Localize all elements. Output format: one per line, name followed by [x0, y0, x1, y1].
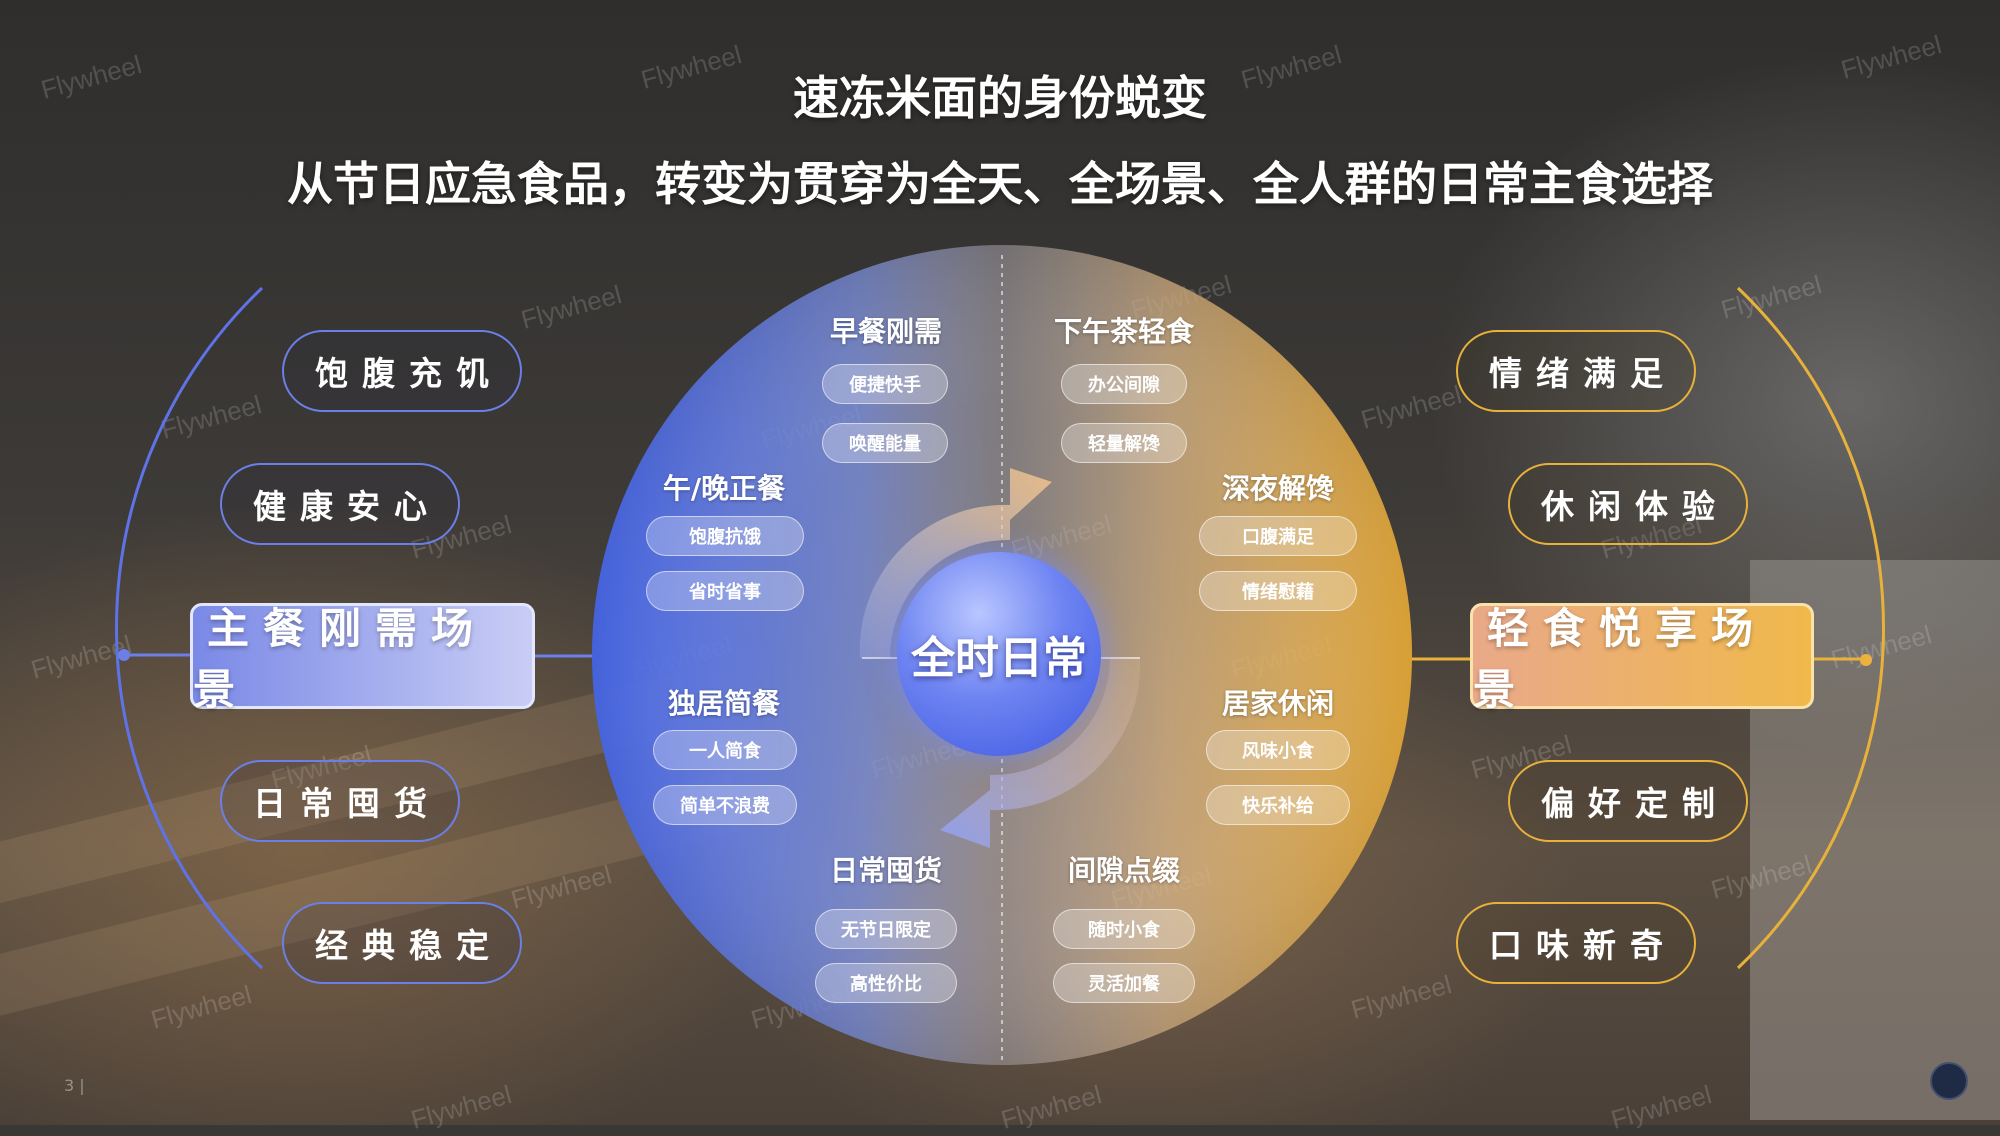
left-item-2: 健康安心 — [220, 463, 460, 545]
wheel-tag: 便捷快手 — [822, 364, 948, 404]
wheel-category-stockpile: 日常囤货 — [829, 854, 942, 887]
wheel-tag: 快乐补给 — [1206, 785, 1350, 825]
left-item-4: 经典稳定 — [282, 902, 522, 984]
wheel-tag: 简单不浪费 — [653, 785, 797, 825]
left-main-scene: 主餐刚需场景 — [190, 603, 535, 714]
page-subtitle: 从节日应急食品，转变为贯穿为全天、全场景、全人群的日常主食选择 — [287, 157, 1713, 211]
wheel-tag: 办公间隙 — [1061, 364, 1187, 404]
wheel-tag: 随时小食 — [1053, 909, 1195, 949]
center-label: 全时日常 — [897, 552, 1101, 756]
left-item-1: 饱腹充饥 — [282, 330, 522, 412]
right-item-3: 偏好定制 — [1508, 760, 1748, 842]
wheel-tag: 唤醒能量 — [822, 423, 948, 463]
wheel-category-breakfast: 早餐刚需 — [829, 315, 942, 348]
brand-logo-icon — [1930, 1062, 1968, 1100]
wheel-tag: 无节日限定 — [815, 909, 957, 949]
right-item-4: 口味新奇 — [1456, 902, 1696, 984]
wheel-tag: 轻量解馋 — [1061, 423, 1187, 463]
left-arc — [115, 286, 264, 970]
wheel-category-afternoon: 下午茶轻食 — [1053, 315, 1194, 348]
wheel-tag: 高性价比 — [815, 963, 957, 1003]
wheel-tag: 饱腹抗饿 — [646, 516, 804, 556]
wheel-tag: 口腹满足 — [1199, 516, 1357, 556]
wheel-tag: 省时省事 — [646, 571, 804, 611]
page-number: 3 | — [64, 1076, 85, 1095]
wheel-tag: 风味小食 — [1206, 730, 1350, 770]
wheel-category-late-night: 深夜解馋 — [1221, 472, 1334, 505]
wheel-category-solo: 独居简餐 — [667, 687, 780, 720]
left-item-3: 日常囤货 — [220, 760, 460, 842]
rotate-arrow-top — [859, 468, 1052, 658]
rotate-arrow-bottom — [940, 658, 1141, 848]
wheel-category-snack: 间隙点缀 — [1067, 854, 1180, 887]
wheel-tag: 情绪慰藉 — [1199, 571, 1357, 611]
right-main-scene: 轻食悦享场景 — [1470, 603, 1814, 714]
wheel-category-home-leisure: 居家休闲 — [1221, 687, 1334, 720]
wheel-category-lunch-dinner: 午/晚正餐 — [662, 472, 786, 505]
right-item-2: 休闲体验 — [1508, 463, 1748, 545]
right-item-1: 情绪满足 — [1456, 330, 1696, 412]
right-arc — [1736, 286, 1885, 970]
wheel-tag: 灵活加餐 — [1053, 963, 1195, 1003]
wheel-tag: 一人简食 — [653, 730, 797, 770]
page-title: 速冻米面的身份蜕变 — [793, 71, 1207, 125]
